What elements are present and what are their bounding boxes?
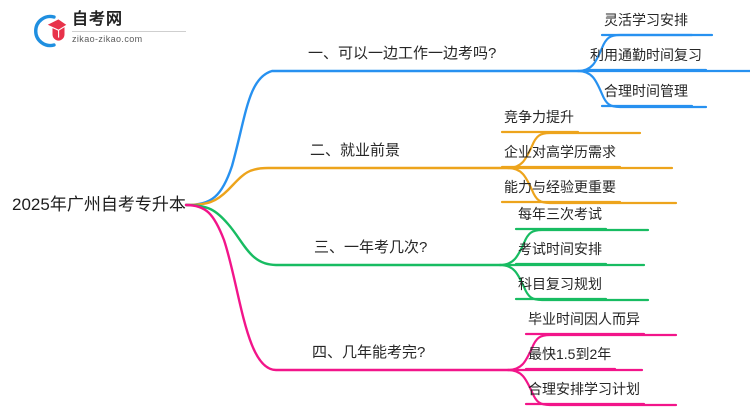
leaf-label-1-3[interactable]: 合理时间管理 — [604, 83, 688, 99]
logo-divider — [72, 31, 186, 32]
branch-label-2[interactable]: 二、就业前景 — [310, 142, 401, 159]
leaf-label-4-1[interactable]: 毕业时间因人而异 — [528, 311, 640, 327]
branch-label-3[interactable]: 三、一年考几次? — [314, 239, 428, 256]
logo-site-url: zikao-zikao.com — [72, 34, 143, 44]
leaf-label-1-1[interactable]: 灵活学习安排 — [604, 12, 688, 28]
mindmap-root-label[interactable]: 2025年广州自考专升本 — [12, 195, 186, 214]
leaf-label-4-3[interactable]: 合理安排学习计划 — [528, 381, 640, 397]
logo-text-block: 自考网 zikao-zikao.com — [72, 10, 208, 50]
leaf-label-2-2[interactable]: 企业对高学历需求 — [504, 144, 616, 160]
leaf-label-3-1[interactable]: 每年三次考试 — [518, 206, 602, 222]
leaf-label-1-2[interactable]: 利用通勤时间复习 — [590, 47, 702, 63]
branch-4-wires — [184, 203, 678, 407]
branch-label-1[interactable]: 一、可以一边工作一边考吗? — [308, 45, 497, 62]
leaf-label-3-3[interactable]: 科目复习规划 — [518, 276, 602, 292]
leaf-label-2-1[interactable]: 竞争力提升 — [504, 109, 574, 125]
leaf-label-4-2[interactable]: 最快1.5到2年 — [528, 346, 612, 362]
site-logo: 自考网 zikao-zikao.com — [28, 10, 208, 52]
branch-label-4[interactable]: 四、几年能考完? — [312, 344, 426, 361]
zikao-logo-mark-icon — [28, 12, 69, 50]
leaf-label-3-2[interactable]: 考试时间安排 — [518, 241, 602, 257]
logo-site-name: 自考网 — [72, 11, 124, 28]
leaf-label-2-3[interactable]: 能力与经验更重要 — [504, 179, 616, 195]
